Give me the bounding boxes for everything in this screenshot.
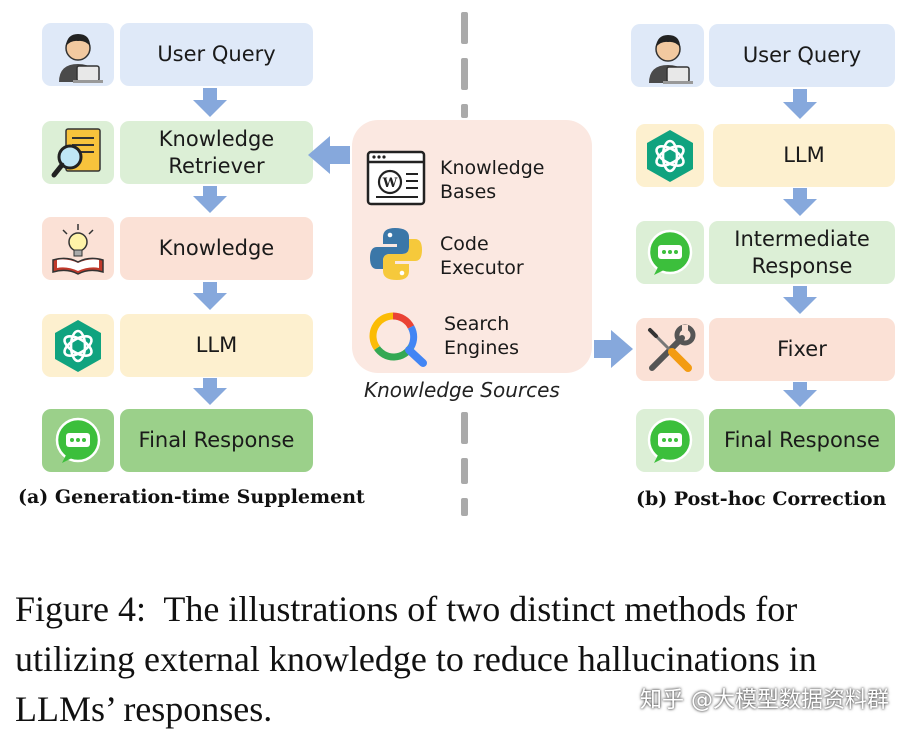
step-user-query: User Query bbox=[120, 23, 313, 86]
openai-logo-icon bbox=[647, 129, 693, 182]
step-label: Knowledge bbox=[158, 236, 275, 260]
watermark: 知乎 @大模型数据资料群 bbox=[640, 688, 889, 713]
knowledge-source-label: Knowledge Bases bbox=[440, 157, 545, 203]
fixer-icon-box bbox=[636, 318, 704, 381]
figure-caption: Figure 4: The illustrations of two disti… bbox=[15, 584, 817, 734]
step-llm: LLM bbox=[713, 124, 895, 187]
right-caption: (b) Post-hoc Correction bbox=[636, 488, 887, 510]
step-label: LLM bbox=[783, 143, 825, 167]
web-browser-icon: W bbox=[366, 150, 426, 206]
step-label: Final Response bbox=[138, 428, 295, 452]
step-llm: LLM bbox=[120, 314, 313, 377]
knowledge-source-label: Search Engines bbox=[444, 313, 520, 359]
left-caption: (a) Generation-time Supplement bbox=[18, 486, 365, 508]
retriever-icon-box bbox=[42, 121, 114, 184]
knowledge-source-label: Code Executor bbox=[440, 233, 524, 279]
step-fixer: Fixer bbox=[709, 318, 895, 381]
step-final-response: Final Response bbox=[709, 409, 895, 472]
knowledge-sources-title: Knowledge Sources bbox=[364, 378, 560, 402]
user-icon-box bbox=[42, 23, 114, 86]
step-label: User Query bbox=[742, 43, 862, 67]
figure-caption-line: utilizing external knowledge to reduce h… bbox=[15, 639, 817, 679]
step-label: LLM bbox=[195, 333, 238, 357]
chat-bubble-icon bbox=[647, 417, 693, 463]
python-logo-icon bbox=[370, 228, 422, 280]
lightbulb-book-icon bbox=[52, 223, 104, 275]
figure-caption-line: LLMs’ responses. bbox=[15, 689, 273, 729]
document-magnifier-icon bbox=[51, 127, 101, 177]
step-user-query: User Query bbox=[709, 24, 895, 87]
svg-text:W: W bbox=[382, 176, 398, 191]
user-icon-box bbox=[631, 24, 704, 87]
step-label: Fixer bbox=[777, 337, 827, 361]
step-intermediate-response: Intermediate Response bbox=[709, 221, 895, 284]
llm-icon-box bbox=[636, 124, 704, 187]
figure-caption-line: Figure 4: The illustrations of two disti… bbox=[15, 589, 798, 629]
step-knowledge: Knowledge bbox=[120, 217, 313, 280]
google-search-icon bbox=[369, 312, 427, 367]
step-final-response: Final Response bbox=[120, 409, 313, 472]
intermediate-response-icon-box bbox=[636, 221, 704, 284]
final-response-icon-box bbox=[42, 409, 114, 472]
step-label: Knowledge Retriever bbox=[158, 126, 275, 178]
user-laptop-icon bbox=[59, 33, 103, 83]
llm-icon-box bbox=[42, 314, 114, 377]
step-knowledge-retriever: Knowledge Retriever bbox=[120, 121, 313, 184]
chat-bubble-icon bbox=[55, 417, 101, 463]
chat-bubble-icon bbox=[647, 229, 693, 275]
step-label: Final Response bbox=[724, 428, 880, 452]
step-label: Intermediate Response bbox=[734, 226, 870, 278]
user-laptop-icon bbox=[648, 34, 693, 84]
openai-logo-icon bbox=[55, 319, 101, 372]
final-response-icon-box bbox=[636, 409, 704, 472]
step-label: User Query bbox=[157, 42, 276, 66]
wrench-screwdriver-icon bbox=[648, 324, 696, 372]
knowledge-icon-box bbox=[42, 217, 114, 280]
